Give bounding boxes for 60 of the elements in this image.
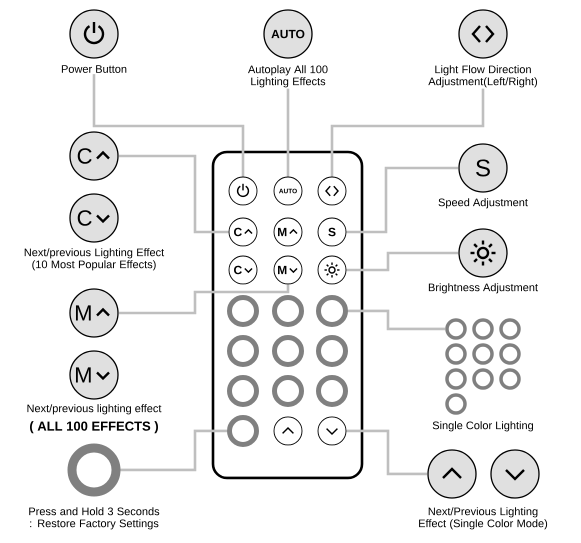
button-label: Power Button [62,65,126,73]
button-label: Autoplay All 100 Lighting Effects [248,65,328,88]
color-button [227,414,259,447]
button-label: ( ALL 100 EFFECTS ) [30,421,158,434]
remote-button [228,176,258,206]
color-button [227,294,259,327]
leader-line [346,430,428,476]
button: C [69,131,119,181]
leader-line [286,88,290,177]
button: AUTO [263,9,313,59]
caption: Next/Previous Lighting Effect (Single Color Mode) [419,507,548,530]
color-button [316,334,348,367]
color-button [272,294,304,327]
color-ring [445,318,467,340]
leader-line [118,154,229,234]
button [490,449,540,499]
button: M [69,288,119,338]
color-button [272,374,304,407]
remote-button: S [318,218,346,246]
color-button [316,374,348,407]
leader-line [346,252,458,272]
button: S [458,143,508,193]
remote-button: C [228,256,258,284]
color-button [316,294,348,327]
remote-control [212,150,364,480]
button: C [69,193,119,243]
remote-button [274,416,302,446]
color-button [227,374,259,407]
leader-line [92,74,244,177]
color-ring [445,368,467,390]
color-ring [472,318,494,340]
leader-line [348,310,446,330]
color-ring [499,318,521,340]
button-label: Press and Hold 3 Seconds : Restore Factory Settings [29,507,160,530]
caption: Single Color Lighting [432,421,534,432]
remote-button [318,416,346,446]
color-ring [472,368,494,390]
button-label: Light Flow Direction Adjustment(Left/Right) [428,65,538,88]
color-ring [499,343,521,365]
color-ring [472,343,494,365]
remote-button [318,256,346,284]
leader-line [120,430,227,472]
remote-button: C [228,218,258,246]
button-label: Speed Adjustment [438,198,528,208]
leader-line [346,166,458,234]
remote-button: M [274,218,302,246]
button-label: Brightness Adjustment [428,283,538,294]
remote-button: M [274,256,302,284]
caption: Next/previous Lighting Effect (10 Most Popular Effects) [24,248,164,270]
button-label: Next/previous lighting effect [27,404,162,414]
remote-button [318,176,346,206]
color-button [272,334,304,367]
leader-line [118,284,290,314]
color-ring [445,343,467,365]
button: M [69,350,119,400]
color-button [227,334,259,367]
color-ring [445,393,467,415]
color-ring [499,368,521,390]
leader-line [330,88,484,177]
button [427,449,477,499]
